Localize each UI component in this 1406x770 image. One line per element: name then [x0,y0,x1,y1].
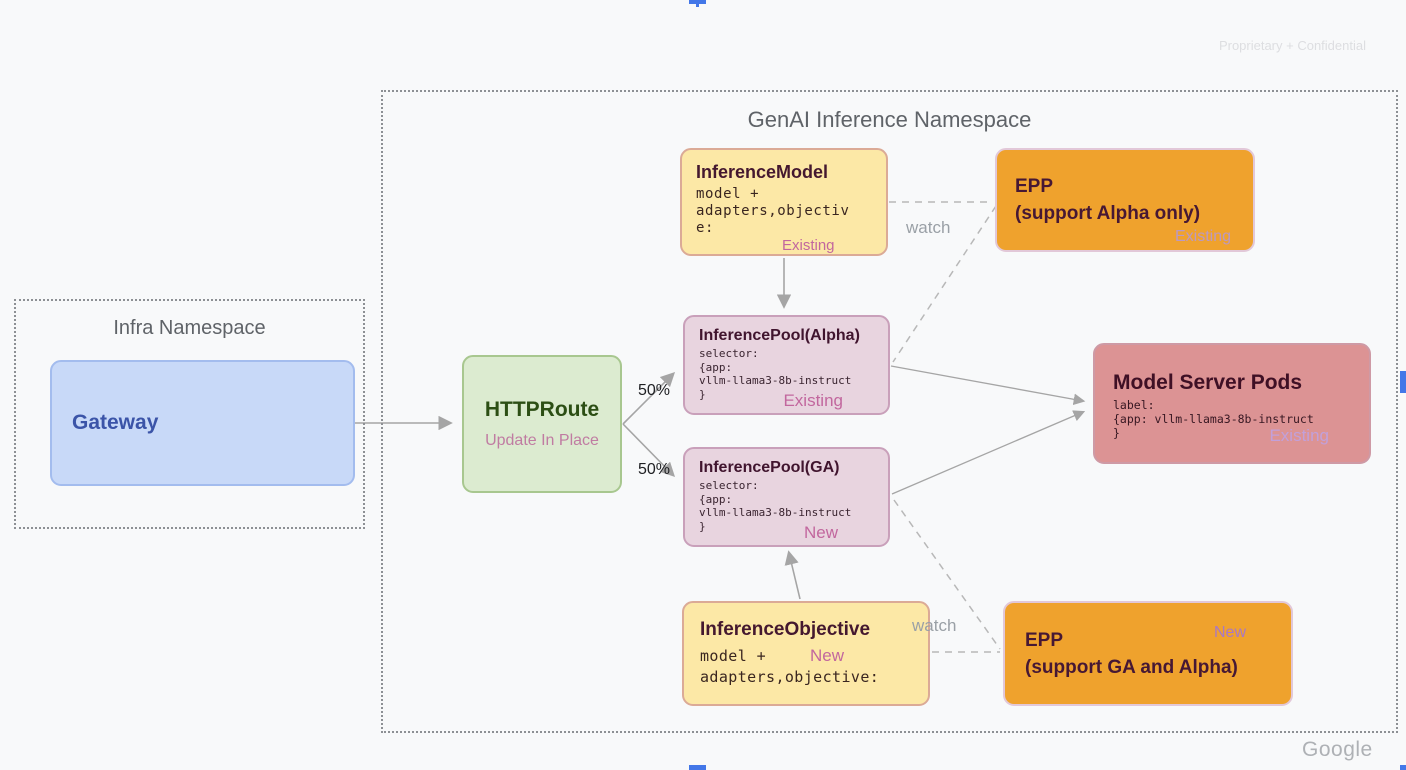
model-server-pods-title: Model Server Pods [1113,371,1303,394]
watch-label-top: watch [906,218,951,237]
epp-alpha-title: EPP [1015,176,1054,197]
google-logo: Google [1302,738,1373,761]
epp-alpha-node[interactable]: EPP (support Alpha only) Existing [995,148,1255,252]
inference-pool-ga-node[interactable]: InferencePool(GA) selector: {app: vllm-l… [683,447,890,547]
inference-pool-ga-status-badge: New [803,523,838,542]
slide-edge-marker-top [689,0,706,4]
inference-objective-code-line2: adapters,objective: [700,668,880,686]
watch-label-bottom: watch [912,616,957,635]
inference-model-code: model + adapters,objectiv e: [696,186,850,236]
httproute-subtitle: Update In Place [485,432,599,449]
epp-ga-node[interactable]: EPP (support GA and Alpha) New [1003,601,1293,706]
epp-alpha-status-badge: Existing [1174,228,1231,245]
slide-edge-marker-top-stem [696,4,699,7]
infra-namespace-title: Infra Namespace [113,317,266,339]
inference-pool-ga-code: selector: {app: vllm-llama3-8b-instruct … [699,479,852,533]
inference-pool-alpha-status-badge: Existing [783,391,843,410]
inference-model-status-badge: Existing [782,237,835,254]
model-server-pods-status-badge: Existing [1269,426,1329,445]
inference-objective-code-line1: model + [700,647,767,665]
traffic-split-label-top: 50% [638,382,671,399]
inference-model-node[interactable]: InferenceModel model + adapters,objectiv… [680,148,888,256]
inference-objective-title: InferenceObjective [700,619,871,640]
inference-pool-ga-title: InferencePool(GA) [699,459,840,476]
traffic-split-label-bottom: 50% [638,461,671,478]
infra-namespace-frame[interactable]: Infra Namespace [14,299,365,529]
slide-edge-marker-bottom [689,765,706,770]
model-server-pods-node[interactable]: Model Server Pods label: {app: vllm-llam… [1093,343,1371,464]
slide-edge-marker-right[interactable] [1400,371,1406,393]
epp-alpha-subtitle: (support Alpha only) [1015,203,1201,224]
httproute-node[interactable]: HTTPRoute Update In Place [462,355,622,493]
inference-pool-alpha-title: InferencePool(Alpha) [699,327,860,344]
inference-model-title: InferenceModel [696,162,829,182]
gateway-title: Gateway [72,411,159,434]
inference-objective-status-badge: New [810,646,845,665]
gateway-node[interactable]: Gateway [50,360,355,486]
model-server-pods-code: label: {app: vllm-llama3-8b-instruct } [1113,398,1314,440]
slide-edge-marker-corner [1400,765,1406,770]
epp-ga-status-badge: New [1213,624,1246,641]
httproute-title: HTTPRoute [484,398,600,421]
epp-ga-subtitle: (support GA and Alpha) [1025,656,1238,678]
inference-pool-alpha-node[interactable]: InferencePool(Alpha) selector: {app: vll… [683,315,890,415]
confidential-notice: Proprietary + Confidential [1218,38,1366,53]
epp-ga-title: EPP [1025,629,1064,651]
genai-namespace-frame[interactable]: GenAI Inference Namespace [381,90,1398,733]
genai-namespace-title: GenAI Inference Namespace [747,107,1032,132]
inference-objective-node[interactable]: InferenceObjective model + New adapters,… [682,601,930,706]
inference-pool-alpha-code: selector: {app: vllm-llama3-8b-instruct … [699,347,852,401]
